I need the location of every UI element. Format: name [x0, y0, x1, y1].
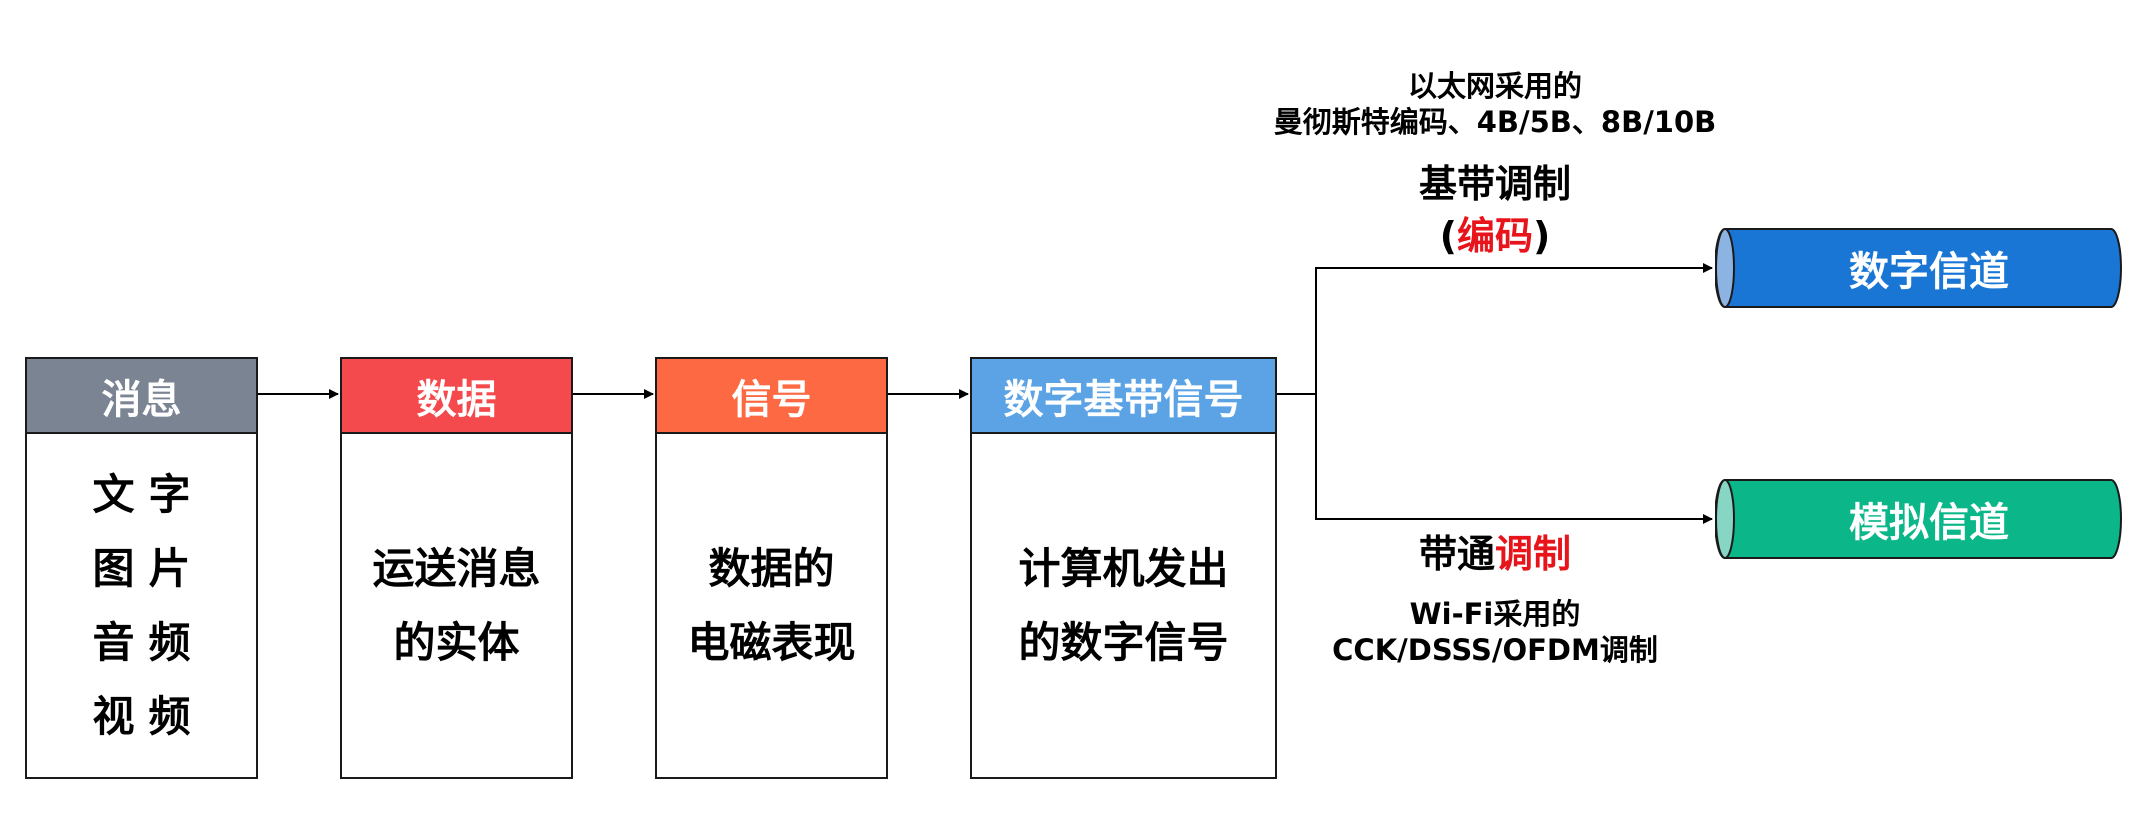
signal-line-2: 电磁表现	[687, 617, 856, 667]
message-line-audio: 音频	[92, 617, 205, 667]
message-line-image: 图片	[92, 543, 205, 593]
analog-channel-label: 模拟信道	[1849, 500, 2009, 546]
baseband-modulation-title: 基带调制	[1418, 162, 1571, 206]
bandpass-modulation-label: 带通调制	[1345, 528, 1645, 580]
digital-channel-label: 数字信道	[1849, 249, 2009, 295]
arrow-baseband-to-digital-channel	[1277, 263, 1713, 395]
signal-line-1: 数据的	[708, 543, 835, 593]
paren-open: (	[1439, 214, 1457, 258]
digital-channel-cylinder	[1715, 228, 2122, 308]
digital-baseband-box: 数字基带信号 计算机发出 的数字信号	[970, 357, 1277, 779]
digital-baseband-box-content: 计算机发出 的数字信号	[972, 434, 1275, 777]
digital-baseband-line-2: 的数字信号	[1018, 617, 1229, 667]
data-box-content: 运送消息 的实体	[342, 434, 571, 777]
arrow-baseband-to-analog-channel	[1315, 394, 1713, 524]
data-line-2: 的实体	[393, 617, 520, 667]
analog-channel: 模拟信道	[1715, 478, 2125, 560]
message-line-video: 视频	[92, 691, 205, 741]
data-box-title: 数据	[342, 359, 571, 434]
message-box: 消息 文字 图片 音频 视频	[25, 357, 258, 779]
digital-baseband-box-title: 数字基带信号	[972, 359, 1275, 434]
message-line-text: 文字	[92, 469, 205, 519]
analog-channel-cylinder	[1715, 479, 2122, 559]
ethernet-encoding-note: 以太网采用的 曼彻斯特编码、4B/5B、8B/10B	[1245, 68, 1745, 140]
ethernet-note-line-1: 以太网采用的	[1407, 69, 1582, 103]
wifi-note-line-2: CCK/DSSS/OFDM调制	[1332, 633, 1658, 667]
message-box-content: 文字 图片 音频 视频	[27, 434, 256, 777]
wifi-note-line-1: Wi-Fi采用的	[1409, 597, 1581, 631]
paren-close: )	[1533, 214, 1551, 258]
encoding-emphasis: 编码	[1456, 214, 1533, 258]
signal-box-content: 数据的 电磁表现	[657, 434, 886, 777]
signal-box-title: 信号	[657, 359, 886, 434]
data-box: 数据 运送消息 的实体	[340, 357, 573, 779]
ethernet-note-line-2: 曼彻斯特编码、4B/5B、8B/10B	[1273, 105, 1717, 139]
signal-box: 信号 数据的 电磁表现	[655, 357, 888, 779]
modulation-emphasis: 调制	[1495, 532, 1572, 576]
baseband-modulation-subtitle: (编码)	[1345, 210, 1645, 262]
bandpass-plain: 带通	[1418, 532, 1495, 576]
digital-channel: 数字信道	[1715, 227, 2125, 309]
digital-baseband-line-1: 计算机发出	[1018, 543, 1229, 593]
baseband-modulation-label: 基带调制 (编码)	[1345, 158, 1645, 262]
wifi-modulation-note: Wi-Fi采用的 CCK/DSSS/OFDM调制	[1245, 596, 1745, 668]
data-line-1: 运送消息	[372, 543, 541, 593]
message-box-title: 消息	[27, 359, 256, 434]
